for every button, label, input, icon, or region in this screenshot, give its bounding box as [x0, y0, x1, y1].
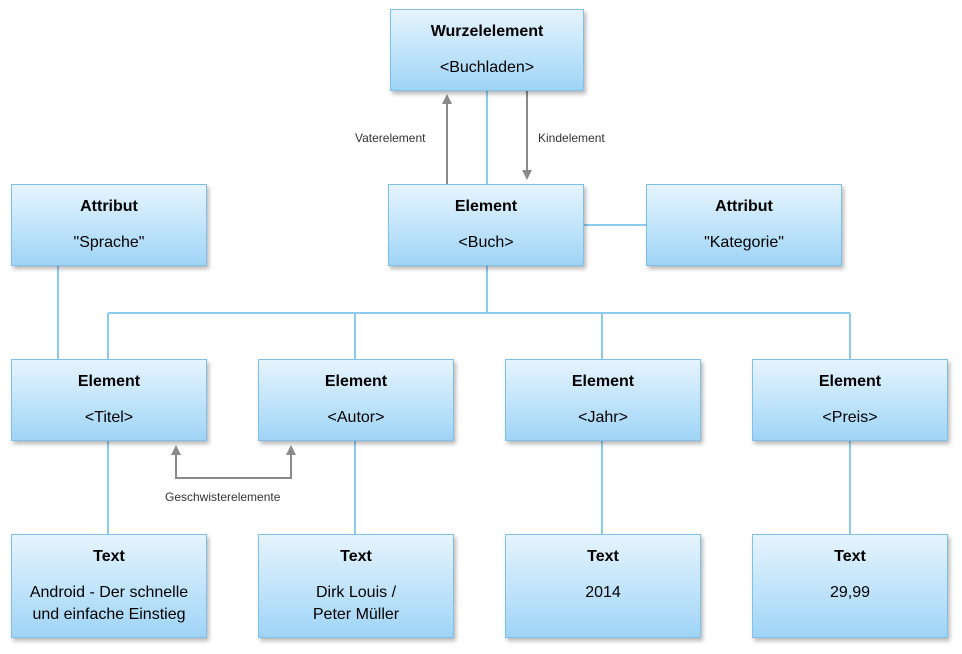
- text-autor-box: Text Dirk Louis / Peter Müller: [258, 534, 454, 638]
- element-jahr-box: Element <Jahr>: [505, 359, 701, 441]
- sibling-arrow-right: [235, 445, 296, 479]
- book-element-box: Element <Buch>: [388, 184, 584, 266]
- text-jahr-line1: 2014: [585, 584, 621, 601]
- element-preis-value: <Preis>: [822, 409, 878, 426]
- text-jahr-title: Text: [587, 548, 619, 565]
- attribute-sprache-box: Attribut "Sprache": [11, 184, 207, 266]
- element-titel-title: Element: [77, 373, 141, 390]
- text-jahr-box: Text 2014: [505, 534, 701, 638]
- parent-arrow-label: Vaterelement: [355, 131, 426, 145]
- attribute-sprache-title: Attribut: [80, 198, 138, 215]
- element-titel-box: Element <Titel>: [11, 359, 207, 441]
- attribute-kategorie-title: Attribut: [715, 198, 773, 215]
- text-preis-line1: 29,99: [829, 584, 871, 601]
- root-element-box: Wurzelelement <Buchladen>: [390, 9, 584, 91]
- text-jahr-content: 2014: [506, 582, 700, 604]
- element-autor-value: <Autor>: [327, 409, 385, 426]
- text-preis-content: 29,99: [753, 582, 947, 604]
- attribute-sprache-value: "Sprache": [73, 234, 145, 251]
- text-titel-line2: und einfache Einstieg: [32, 606, 186, 623]
- element-jahr-value: <Jahr>: [578, 409, 628, 426]
- element-autor-box: Element <Autor>: [258, 359, 454, 441]
- text-titel-box: Text Android - Der schnelle und einfache…: [11, 534, 207, 638]
- text-autor-content: Dirk Louis / Peter Müller: [259, 582, 453, 626]
- text-autor-title: Text: [340, 548, 372, 565]
- element-titel-value: <Titel>: [84, 409, 134, 426]
- text-titel-title: Text: [93, 548, 125, 565]
- text-titel-content: Android - Der schnelle und einfache Eins…: [12, 582, 206, 626]
- attribute-kategorie-box: Attribut "Kategorie": [646, 184, 842, 266]
- attribute-kategorie-value: "Kategorie": [704, 234, 784, 251]
- text-preis-box: Text 29,99: [752, 534, 948, 638]
- child-arrow-label: Kindelement: [538, 131, 605, 145]
- element-preis-box: Element <Preis>: [752, 359, 948, 441]
- element-autor-title: Element: [324, 373, 388, 390]
- text-titel-line1: Android - Der schnelle: [29, 584, 189, 601]
- book-element-title: Element: [454, 198, 518, 215]
- text-autor-line1: Dirk Louis /: [315, 584, 397, 601]
- sibling-arrow-label: Geschwisterelemente: [165, 490, 281, 504]
- root-element-value: <Buchladen>: [439, 59, 535, 76]
- book-element-value: <Buch>: [458, 234, 514, 251]
- text-preis-title: Text: [834, 548, 866, 565]
- element-preis-title: Element: [818, 373, 882, 390]
- element-jahr-title: Element: [571, 373, 635, 390]
- sibling-arrow-left: [171, 445, 235, 479]
- root-element-title: Wurzelelement: [430, 23, 544, 40]
- text-autor-line2: Peter Müller: [312, 606, 400, 623]
